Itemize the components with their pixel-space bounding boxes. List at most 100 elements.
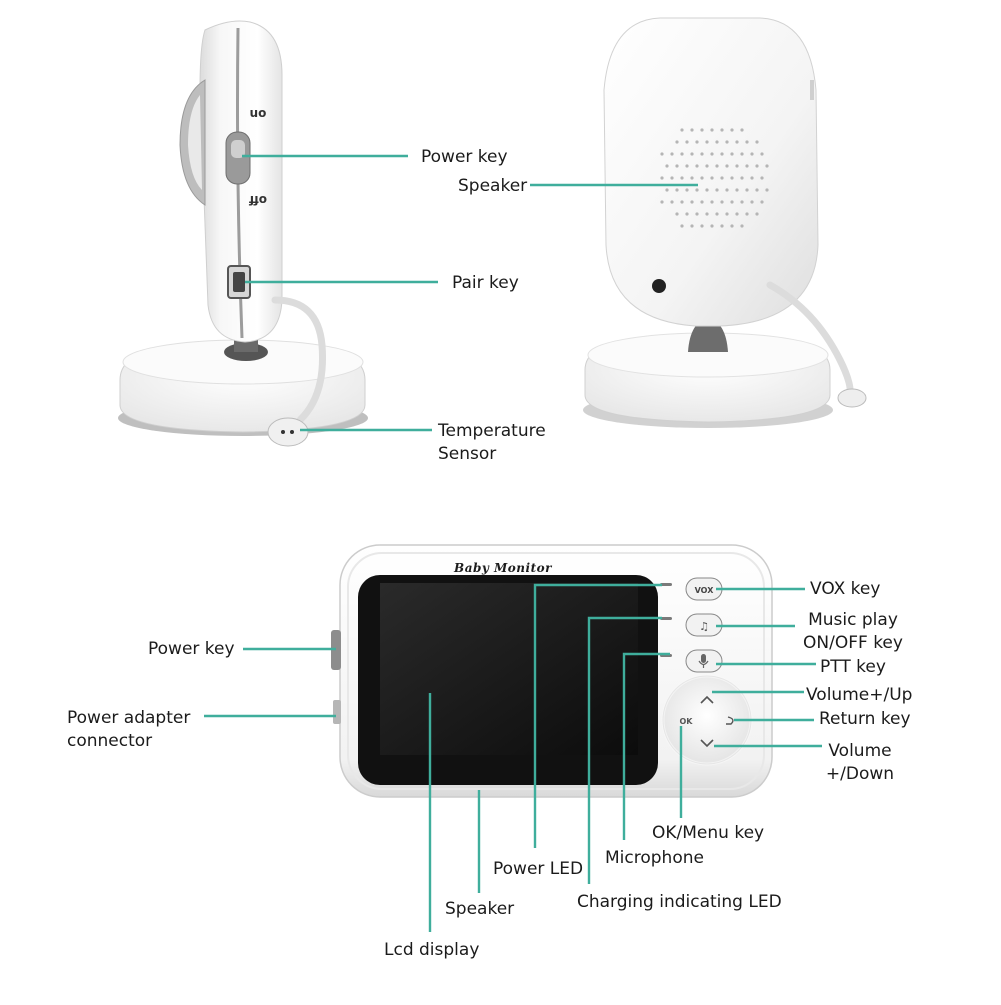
power-led	[660, 583, 672, 586]
label-monitor-lcd-display: Lcd display	[384, 940, 480, 960]
speaker-hole	[765, 188, 769, 192]
speaker-hole	[755, 140, 759, 144]
speaker-hole	[740, 128, 744, 132]
speaker-hole	[690, 128, 694, 132]
speaker-hole	[750, 200, 754, 204]
label-monitor-return-key: Return key	[819, 709, 911, 729]
speaker-hole	[725, 140, 729, 144]
speaker-hole	[725, 212, 729, 216]
label-monitor-power-adapter-line1: Power adapter	[67, 708, 191, 728]
camera-switch-on-text: on	[250, 107, 267, 121]
label-camera-temp-sensor-line1: Temperature	[438, 421, 546, 441]
speaker-hole	[730, 128, 734, 132]
label-monitor-volume-up: Volume+/Up	[806, 685, 913, 705]
back-temperature-sensor	[837, 388, 867, 408]
leader-power-led	[533, 583, 662, 848]
label-camera-pair-key: Pair key	[452, 273, 519, 293]
speaker-hole	[670, 200, 674, 204]
speaker-hole	[705, 164, 709, 168]
chevron-down-icon[interactable]	[700, 739, 714, 748]
leader-microphone	[622, 652, 670, 840]
label-monitor-volume-down-line2: +/Down	[825, 764, 895, 784]
speaker-hole	[675, 188, 679, 192]
speaker-hole	[755, 164, 759, 168]
speaker-hole	[720, 128, 724, 132]
label-monitor-music-key-line2: ON/OFF key	[803, 633, 903, 653]
speaker-hole	[755, 212, 759, 216]
speaker-hole	[735, 140, 739, 144]
speaker-hole	[690, 224, 694, 228]
charging-led	[660, 617, 672, 620]
callout-lines	[204, 154, 822, 932]
speaker-hole	[710, 224, 714, 228]
speaker-hole	[760, 152, 764, 156]
speaker-hole	[745, 188, 749, 192]
speaker-hole	[710, 128, 714, 132]
speaker-hole	[735, 164, 739, 168]
speaker-hole	[700, 152, 704, 156]
speaker-hole	[735, 212, 739, 216]
speaker-hole	[715, 164, 719, 168]
speaker-hole	[720, 152, 724, 156]
speaker-hole	[685, 188, 689, 192]
speaker-hole	[725, 164, 729, 168]
speaker-hole	[755, 188, 759, 192]
speaker-hole	[700, 128, 704, 132]
leader-charging-led	[587, 616, 662, 884]
label-monitor-power-led: Power LED	[493, 859, 584, 879]
speaker-hole	[690, 176, 694, 180]
music-note-icon: ♫	[699, 620, 709, 633]
speaker-hole	[705, 188, 709, 192]
label-monitor-music-key: Music play ON/OFF key	[797, 609, 909, 655]
speaker-hole	[680, 152, 684, 156]
speaker-hole	[745, 212, 749, 216]
label-monitor-power-adapter-line2: connector	[67, 731, 153, 751]
speaker-hole	[705, 212, 709, 216]
label-monitor-music-key-line1: Music play	[808, 610, 898, 630]
speaker-hole	[710, 176, 714, 180]
speaker-hole	[695, 212, 699, 216]
speaker-hole	[665, 188, 669, 192]
speaker-hole	[660, 152, 664, 156]
back-body	[603, 17, 819, 327]
speaker-hole	[700, 200, 704, 204]
label-monitor-vox-key: VOX key	[810, 579, 881, 599]
sensor-hole	[290, 430, 294, 434]
monitor-adapter-port[interactable]	[333, 700, 341, 724]
speaker-hole	[740, 200, 744, 204]
chevron-up-icon[interactable]	[700, 695, 714, 704]
speaker-hole	[720, 200, 724, 204]
speaker-hole	[730, 152, 734, 156]
speaker-hole	[760, 176, 764, 180]
sensor-hole	[281, 430, 285, 434]
speaker-hole	[680, 128, 684, 132]
speaker-hole	[675, 212, 679, 216]
speaker-hole	[715, 188, 719, 192]
speaker-hole	[730, 200, 734, 204]
label-monitor-microphone: Microphone	[605, 848, 704, 868]
label-monitor-power-adapter: Power adapter connector	[67, 707, 190, 753]
speaker-hole	[670, 152, 674, 156]
parent-monitor: Baby Monitor VOX ♫ OK	[331, 544, 773, 798]
label-camera-temp-sensor: Temperature Sensor	[438, 420, 546, 466]
monitor-lcd-display-area	[380, 583, 638, 755]
label-monitor-ptt-key: PTT key	[820, 657, 886, 677]
speaker-hole	[750, 152, 754, 156]
speaker-hole	[685, 212, 689, 216]
label-monitor-speaker: Speaker	[445, 899, 515, 919]
camera-temperature-sensor	[267, 417, 309, 447]
speaker-hole	[745, 164, 749, 168]
label-monitor-volume-down-line1: Volume	[828, 741, 892, 761]
label-monitor-volume-down: Volume +/Down	[822, 740, 898, 786]
speaker-hole	[720, 176, 724, 180]
camera-back-view	[583, 17, 867, 428]
back-side-detail	[810, 80, 814, 100]
speaker-hole	[675, 164, 679, 168]
speaker-hole	[670, 176, 674, 180]
microphone-icon	[698, 654, 709, 668]
ok-key-text[interactable]: OK	[680, 717, 694, 726]
label-monitor-ok-menu-key: OK/Menu key	[652, 823, 765, 843]
speaker-hole	[695, 188, 699, 192]
return-arrow-icon[interactable]	[726, 716, 734, 725]
speaker-hole	[740, 224, 744, 228]
